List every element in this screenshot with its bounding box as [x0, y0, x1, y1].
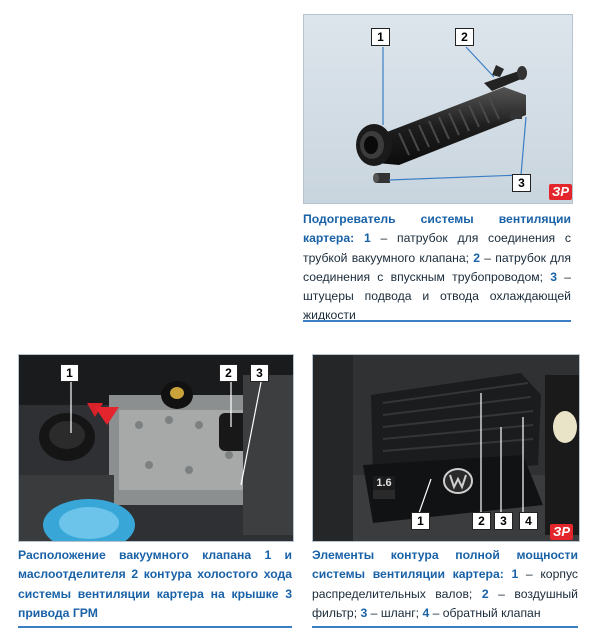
callout-2: 2: [472, 512, 491, 530]
callout-3: 3: [494, 512, 513, 530]
right-caption: Элементы контура полной мощности системы…: [312, 548, 578, 620]
caption-rule: [18, 626, 292, 628]
engine-badge-1-6: 1.6: [373, 476, 395, 490]
zr-logo-badge: ЗР: [550, 524, 574, 540]
left-caption: Расположение вакуумного клапана 1 и масл…: [18, 548, 292, 620]
callout-1: 1: [371, 28, 390, 46]
callout-2: 2: [455, 28, 474, 46]
heater-photo: [303, 14, 573, 204]
engine-left-illustration: [19, 355, 293, 541]
engine-photo-left: [18, 354, 294, 542]
caption-title: Элементы контура полной мощности системы…: [312, 548, 578, 582]
callout-4: 4: [519, 512, 538, 530]
caption-rule: [303, 320, 571, 322]
heater-illustration: [304, 15, 572, 203]
heater-caption: Подогреватель системы вентиляции картера…: [303, 212, 572, 323]
caption-rule: [312, 626, 578, 628]
callout-1: 1: [60, 364, 79, 382]
caption-title: Подогреватель системы вентиляции картера…: [303, 212, 571, 246]
callout-1: 1: [411, 512, 430, 530]
engine-right-illustration: [313, 355, 579, 541]
callout-3: 3: [250, 364, 269, 382]
engine-photo-right: [312, 354, 580, 542]
zr-logo-badge: ЗР: [549, 184, 573, 200]
callout-3: 3: [512, 174, 531, 192]
callout-2: 2: [219, 364, 238, 382]
